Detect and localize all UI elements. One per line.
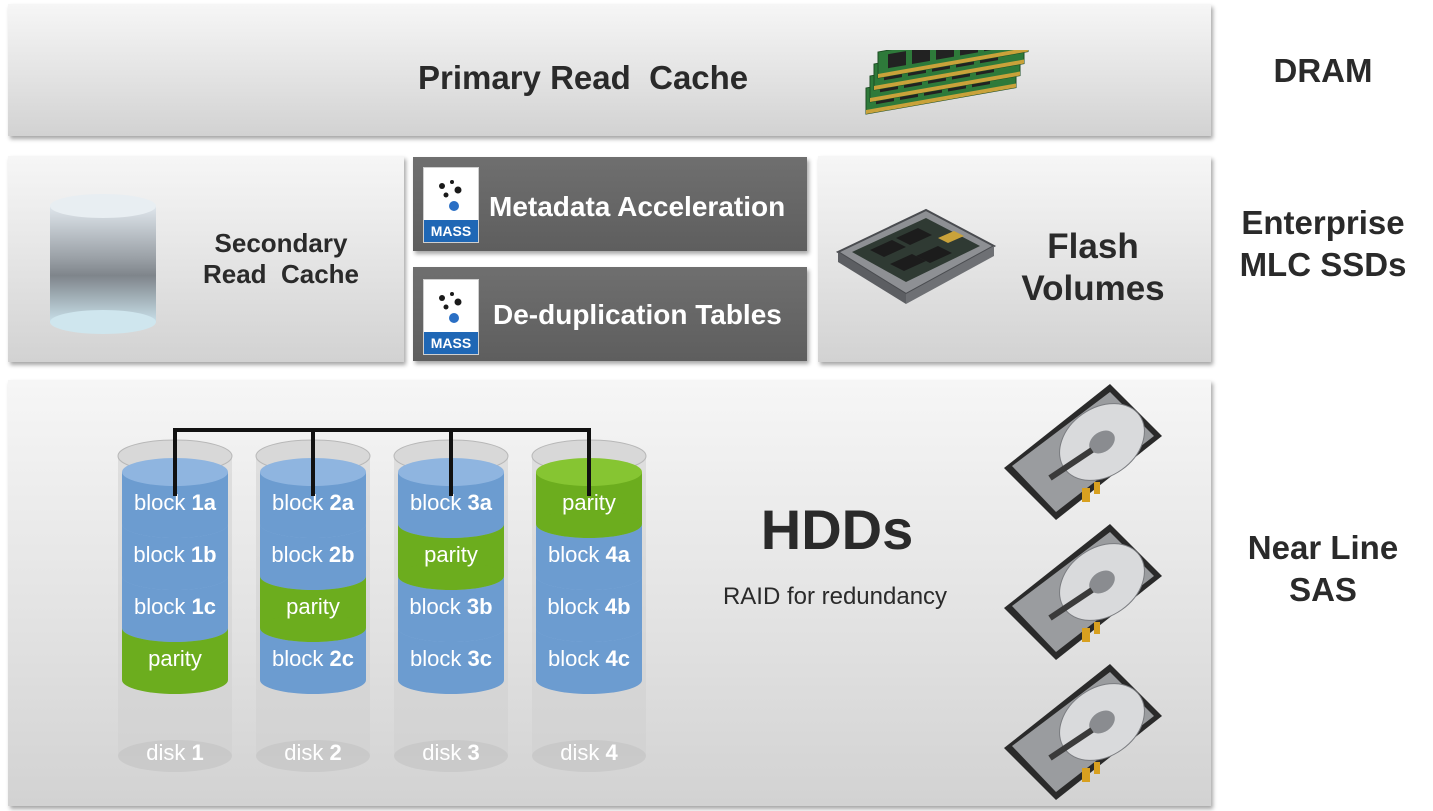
block-label: block 2a: [272, 490, 355, 515]
database-cylinder-icon: [50, 194, 156, 334]
block-label: block 3b: [409, 594, 492, 619]
secondary-read-cache-panel: Secondary Read Cache: [8, 156, 404, 362]
ram-modules-icon: [865, 50, 1029, 115]
dram-panel: Primary Read Cache: [8, 4, 1211, 136]
block-label: parity: [148, 646, 202, 671]
block-label: block 1a: [134, 490, 217, 515]
flash-label-line1: Flash: [1047, 227, 1139, 266]
raid-diagram: disk 1 disk 2 disk 3 disk 4 parity block 1c b…: [117, 428, 647, 772]
ssd-side-label: Enterprise MLC SSDs: [1213, 202, 1433, 286]
block-label: block 4a: [548, 542, 631, 567]
block-label: block 2b: [271, 542, 354, 567]
secondary-label-line2: Read Cache: [202, 259, 360, 290]
raid-subtitle: RAID for redundancy: [722, 583, 948, 610]
disk-label: disk 2: [284, 740, 341, 765]
hard-drive-stack: [1004, 384, 1162, 800]
metadata-acceleration-label: Metadata Acceleration: [489, 191, 786, 222]
primary-read-cache-label: Primary Read Cache: [418, 59, 749, 96]
block-label: block 3a: [410, 490, 493, 515]
hard-drive-icon: [1004, 384, 1162, 520]
hard-drive-icon: [1004, 524, 1162, 660]
secondary-label-line1: Secondary: [214, 228, 348, 258]
disk-label: disk 3: [422, 740, 479, 765]
dedup-tables-panel: MASS De-duplication Tables: [413, 267, 807, 361]
ssd-side-line2: MLC SSDs: [1239, 245, 1407, 283]
secondary-read-cache-label: Secondary Read Cache: [168, 228, 394, 290]
block-label: block 2c: [272, 646, 354, 671]
flash-label-line2: Volumes: [1021, 269, 1165, 308]
hdd-side-label: Near Line SAS: [1213, 527, 1433, 611]
mass-icon: MASS: [423, 167, 479, 243]
data-block: block 1a: [122, 458, 228, 538]
mass-icon-tag: MASS: [424, 332, 478, 354]
block-label: block 1c: [134, 594, 216, 619]
mass-icon: MASS: [423, 279, 479, 355]
metadata-acceleration-panel: MASS Metadata Acceleration: [413, 157, 807, 251]
disk-label: disk 4: [560, 740, 618, 765]
hdd-side-line1: Near Line: [1247, 529, 1399, 566]
hdd-side-line2: SAS: [1289, 570, 1357, 608]
block-label: block 4b: [547, 594, 630, 619]
block-label: parity: [424, 542, 478, 567]
ssd-side-line1: Enterprise: [1241, 204, 1405, 241]
mass-icon-tag: MASS: [424, 220, 478, 242]
disk-label: disk 1: [146, 740, 203, 765]
block-label: parity: [286, 594, 340, 619]
flash-volumes-panel: Flash Volumes: [818, 156, 1211, 362]
block-label: block 4c: [548, 646, 630, 671]
hard-drive-icon: [1004, 664, 1162, 800]
ssd-drive-icon: [835, 208, 997, 304]
block-label: block 3c: [410, 646, 492, 671]
hdds-title: HDDs: [760, 498, 914, 561]
flash-volumes-label: Flash Volumes: [1003, 226, 1183, 310]
dram-side-label: DRAM: [1273, 52, 1373, 89]
dedup-tables-label: De-duplication Tables: [493, 299, 782, 330]
block-label: block 1b: [133, 542, 216, 567]
